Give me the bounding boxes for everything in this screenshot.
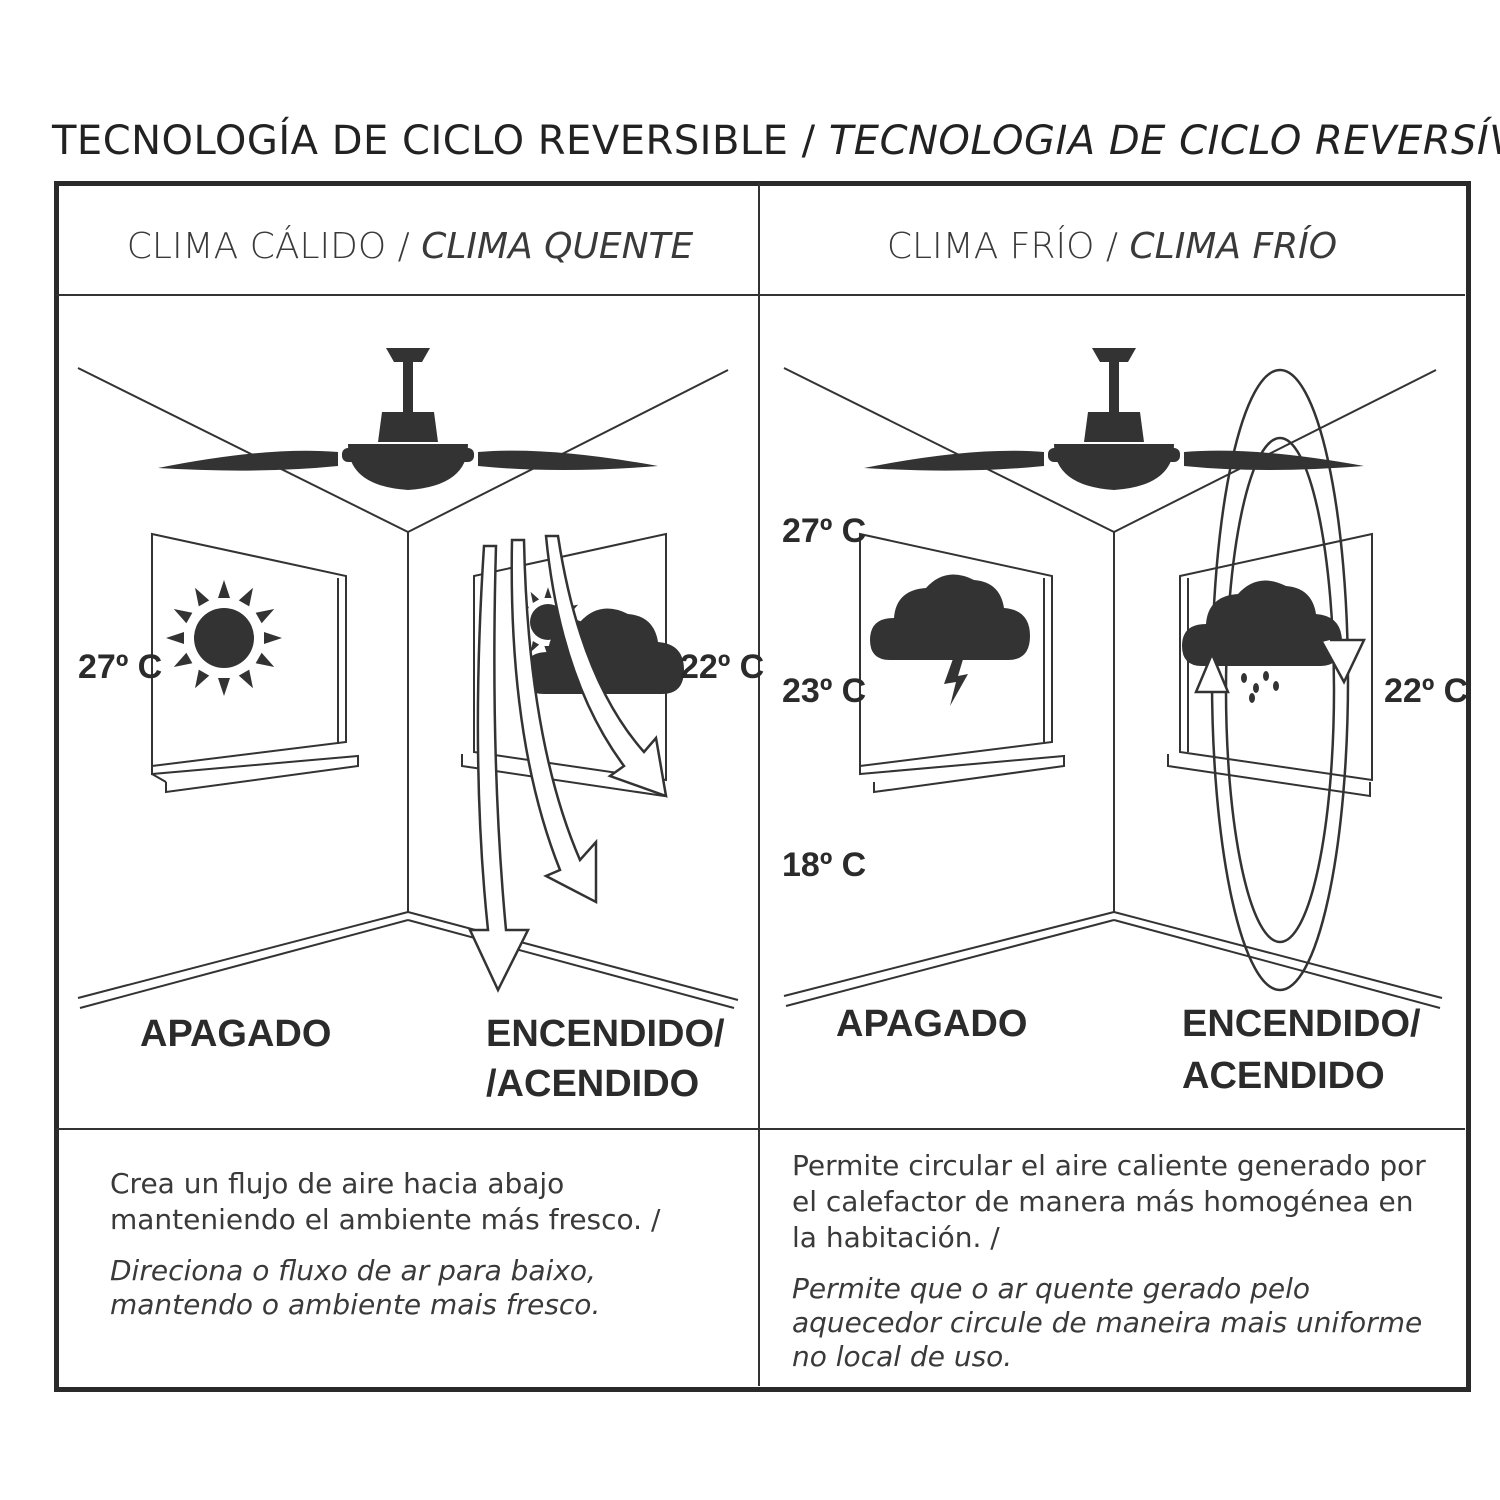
cold-desc-es: Permite circular el aire caliente genera… [792,1149,1426,1254]
warm-temp-left: 27º C [78,648,162,686]
sun-icon [166,580,282,696]
panel-divider [758,183,760,1386]
cold-desc-pt: Permite que o ar quente gerado pelo aque… [792,1272,1423,1373]
warm-label-off: APAGADO [140,1013,331,1055]
warm-description: Crea un flujo de aire hacia abajo manten… [110,1166,670,1322]
warm-airflow-arrow-icon [468,534,668,993]
rain-cloud-icon [1182,580,1342,703]
storm-cloud-icon [870,574,1030,706]
cold-description: Permite circular el aire caliente genera… [792,1148,1432,1374]
cold-label-on-1: ENCENDIDO/ [1182,1003,1421,1045]
cold-temp-top: 27º C [782,512,866,550]
header-divider [56,294,1465,296]
warm-label-on-2: /ACENDIDO [486,1063,699,1105]
cold-title-es: CLIMA FRÍO / [886,226,1130,267]
diagram-frame [54,181,1471,1392]
cold-temp-mid: 23º C [782,672,866,710]
cold-label-off: APAGADO [836,1003,1027,1045]
warm-label-on-1: ENCENDIDO/ [486,1013,725,1055]
cold-title-pt: CLIMA FRÍO [1129,226,1338,267]
warm-desc-es: Crea un flujo de aire hacia abajo manten… [110,1167,661,1236]
title-es: TECNOLOGÍA DE CICLO REVERSIBLE / [52,118,829,164]
warm-title-pt: CLIMA QUENTE [421,226,694,267]
warm-desc-pt: Direciona o fluxo de ar para baixo, mant… [110,1254,601,1321]
warm-room-illustration [77,367,739,1009]
cold-label-on-2: ACENDIDO [1182,1055,1385,1097]
warm-panel-title: CLIMA CÁLIDO / CLIMA QUENTE [60,226,760,267]
cold-temp-low: 18º C [782,846,866,884]
title-pt: TECNOLOGIA DE CICLO REVERSÍVEL [828,118,1500,164]
cold-panel-title: CLIMA FRÍO / CLIMA FRÍO [762,226,1462,267]
cold-ceiling-fan-icon [864,348,1364,490]
warm-temp-right: 22º C [680,648,764,686]
cold-airflow-arrow-icon [1194,368,1366,992]
warm-title-es: CLIMA CÁLIDO / [126,226,422,267]
footer-divider [56,1128,1465,1130]
cold-room-illustration [783,367,1443,1009]
cold-temp-right: 22º C [1384,672,1468,710]
warm-ceiling-fan-icon [158,348,658,490]
page-title: TECNOLOGÍA DE CICLO REVERSIBLE / TECNOLO… [52,118,1500,164]
